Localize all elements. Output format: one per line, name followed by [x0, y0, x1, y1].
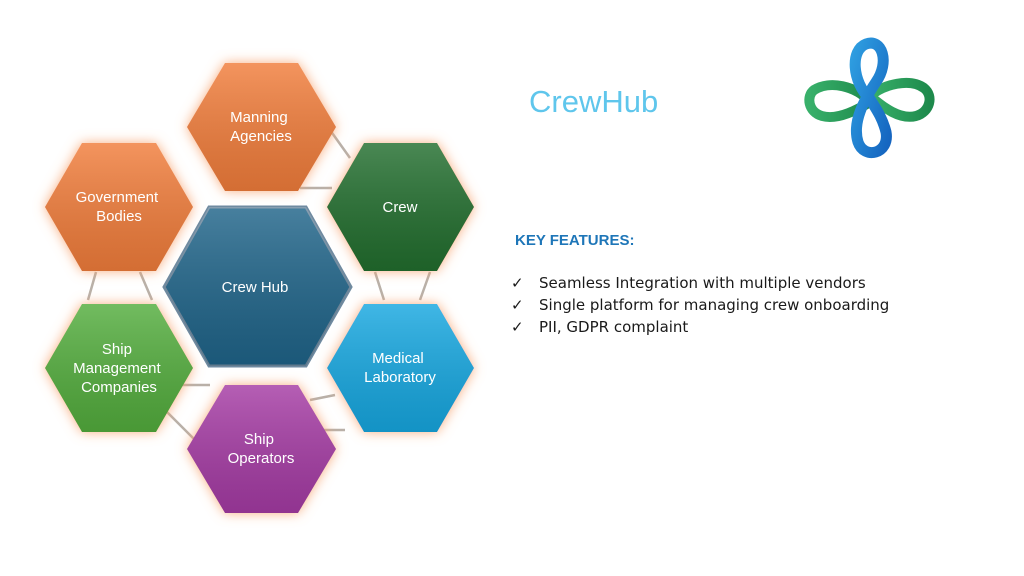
hex-label-line: Ship: [102, 341, 132, 358]
key-features-section: KEY FEATURES: ✓ Seamless Integration wit…: [511, 232, 991, 338]
hex-label-line: Laboratory: [364, 369, 436, 386]
hex-shine: [327, 304, 474, 432]
connector-line: [328, 129, 352, 159]
feature-text: Single platform for managing crew onboar…: [539, 296, 890, 314]
hex-label: Manning Agencies: [230, 109, 292, 145]
logo-blue-loop: [849, 37, 892, 158]
hex-label: Ship Operators: [228, 431, 295, 467]
hex-label-line: Management: [73, 360, 161, 377]
connector-lines: [86, 129, 432, 441]
hex-label: Ship Management Companies: [73, 341, 165, 396]
hex-label-line: Operators: [228, 450, 295, 467]
hex-label-line: Manning: [230, 109, 288, 126]
hex-shine: [45, 304, 193, 432]
checkmark-icon: ✓: [511, 274, 524, 292]
hex-shine: [187, 63, 336, 191]
hex-label: Government Bodies: [76, 189, 163, 225]
hex-shine: [187, 385, 336, 513]
connector-line: [418, 271, 432, 301]
page-title: CrewHub: [529, 84, 659, 119]
connector-line: [309, 393, 336, 402]
hex-manning-agencies: Manning Agencies: [187, 63, 336, 191]
crewhub-logo-icon: [804, 37, 935, 158]
hex-label-line: Crew Hub: [222, 279, 289, 296]
hexagon-diagram: Manning Agencies Government Bodies Crew …: [45, 63, 474, 513]
hex-shine: [45, 143, 193, 271]
hex-label-line: Government: [76, 189, 159, 206]
feature-item: ✓ Single platform for managing crew onbo…: [511, 294, 991, 316]
feature-text: Seamless Integration with multiple vendo…: [539, 274, 866, 292]
hex-government-bodies: Government Bodies: [45, 143, 193, 271]
hex-label-line: Medical: [372, 350, 424, 367]
feature-item: ✓ Seamless Integration with multiple ven…: [511, 272, 991, 294]
key-features-heading: KEY FEATURES:: [515, 232, 635, 249]
hex-crew: Crew: [327, 143, 474, 271]
feature-item: ✓ PII, GDPR complaint: [511, 316, 991, 338]
feature-list: ✓ Seamless Integration with multiple ven…: [511, 272, 991, 338]
hex-ship-management-companies: Ship Management Companies: [45, 304, 193, 432]
hex-shine: [327, 143, 474, 271]
hex-shine: [164, 207, 351, 366]
hex-medical-laboratory: Medical Laboratory: [327, 304, 474, 432]
feature-text: PII, GDPR complaint: [539, 318, 689, 336]
hex-label-line: Bodies: [96, 208, 142, 225]
logo-green-swoosh-right: [862, 77, 935, 122]
hex-label: Medical Laboratory: [364, 350, 436, 386]
hex-label: Crew Hub: [222, 279, 289, 296]
connector-line: [138, 271, 154, 301]
hex-label-line: Companies: [81, 379, 157, 396]
connector-line: [373, 271, 386, 301]
checkmark-icon: ✓: [511, 318, 524, 336]
hex-ship-operators: Ship Operators: [187, 385, 336, 513]
hex-label-line: Agencies: [230, 128, 292, 145]
checkmark-icon: ✓: [511, 296, 524, 314]
connector-line: [164, 409, 196, 441]
hex-label: Crew: [382, 199, 417, 216]
connector-line: [86, 271, 98, 301]
hex-label-line: Crew: [382, 199, 417, 216]
hex-crew-hub: Crew Hub: [162, 205, 353, 368]
hex-label-line: Ship: [244, 431, 274, 448]
logo-green-swoosh-left: [804, 80, 878, 122]
